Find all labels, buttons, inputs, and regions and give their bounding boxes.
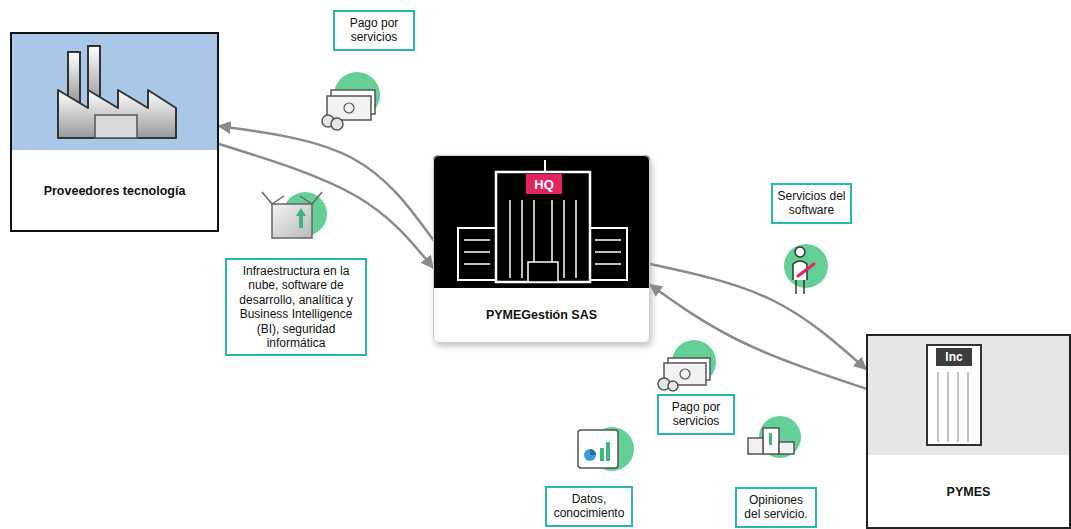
support-person-icon xyxy=(784,244,828,294)
box-title: PYMEGestión SAS xyxy=(480,308,603,323)
sme-windows xyxy=(938,372,968,442)
flow-arrow xyxy=(219,144,433,268)
factory-door xyxy=(95,115,137,138)
money-icon xyxy=(658,340,716,391)
report-icon xyxy=(578,427,634,471)
hq-ground xyxy=(433,155,650,343)
flow-label: Datos, conocimiento xyxy=(551,492,627,521)
flow-label-box: Opiniones del servicio. xyxy=(735,487,817,528)
money-icon xyxy=(322,72,380,130)
flow-label-box: Infraestructura en la nube, software de … xyxy=(225,258,367,356)
box-title: Proveedores tecnología xyxy=(38,184,192,199)
supplier-band xyxy=(11,33,218,150)
hq-wing xyxy=(458,228,496,280)
flow-label: Servicios del software xyxy=(777,189,846,218)
hq-illustration xyxy=(433,155,650,343)
box-title: PYMES xyxy=(941,485,997,500)
supplier-box: Proveedores tecnología xyxy=(10,32,219,232)
flow-label-box: Datos, conocimiento xyxy=(545,486,633,527)
flow-label: Opiniones del servicio. xyxy=(741,493,811,522)
sme-band xyxy=(867,335,1071,455)
flow-label-box: Pago por servicios xyxy=(333,10,415,51)
sme-illustration xyxy=(866,334,1071,529)
factory-chimney xyxy=(68,52,80,102)
flow-arrow xyxy=(219,126,433,240)
flow-label: Pago por servicios xyxy=(339,16,409,45)
flow-label: Pago por servicios xyxy=(663,400,729,429)
hq-wing xyxy=(589,228,627,280)
hq-tower xyxy=(496,172,590,282)
supplier-ground xyxy=(10,32,219,232)
box-icon xyxy=(262,192,327,238)
flow-label-box: Pago por servicios xyxy=(657,394,735,435)
factory-body xyxy=(58,90,176,138)
supplier-illustration xyxy=(10,32,219,232)
flow-arrow xyxy=(650,264,866,369)
hq-door xyxy=(528,262,558,282)
inc-sign: Inc xyxy=(936,348,972,366)
hq-sign: HQ xyxy=(526,174,562,194)
podium-icon xyxy=(748,416,801,458)
hq-band xyxy=(433,155,650,288)
flow-label-box: Servicios del software xyxy=(771,183,852,224)
hq-antenna xyxy=(544,160,546,172)
flow-label: Infraestructura en la nube, software de … xyxy=(231,264,361,350)
sme-building xyxy=(927,345,981,445)
flow-arrow xyxy=(650,285,866,389)
sme-ground xyxy=(866,334,1071,529)
